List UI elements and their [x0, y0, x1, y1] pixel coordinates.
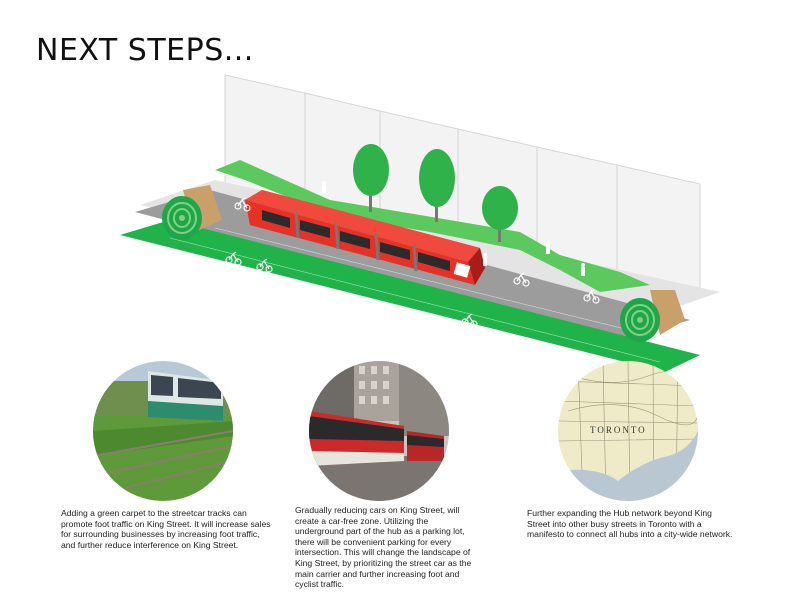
green-carpet-track	[120, 220, 700, 372]
bicycle-icon	[513, 272, 530, 287]
bicycle-icon	[234, 197, 251, 212]
tree-icon	[419, 149, 455, 222]
raised-green-ribbon	[215, 160, 650, 292]
green-carpet-streetcar-tracks-photo	[93, 361, 233, 501]
step-2-caption: Gradually reducing cars on King Street, …	[295, 505, 472, 590]
bicycle-icon	[461, 313, 478, 328]
step-3-caption: Further expanding the Hub network beyond…	[527, 508, 733, 540]
pedestrian-icon	[581, 263, 585, 276]
tree-icon	[482, 186, 518, 242]
pedestrian-icon	[322, 181, 326, 194]
step-1-caption: Adding a green carpet to the streetcar t…	[61, 508, 271, 550]
streetcar-icon	[245, 190, 485, 285]
page-title: NEXT STEPS...	[36, 33, 254, 68]
bicycle-icon	[256, 258, 273, 273]
king-street-streetcars-photo	[309, 361, 449, 501]
pedestrian-icon	[483, 253, 487, 266]
bicycle-icon	[225, 251, 242, 266]
tree-icon	[353, 144, 389, 212]
toronto-map-photo: TORONTO	[558, 361, 698, 501]
grass-roll-left	[162, 185, 222, 240]
map-label: TORONTO	[590, 425, 647, 435]
bicycle-icon	[583, 289, 600, 304]
grass-roll-right	[620, 290, 685, 342]
pedestrian-icon	[546, 241, 550, 254]
